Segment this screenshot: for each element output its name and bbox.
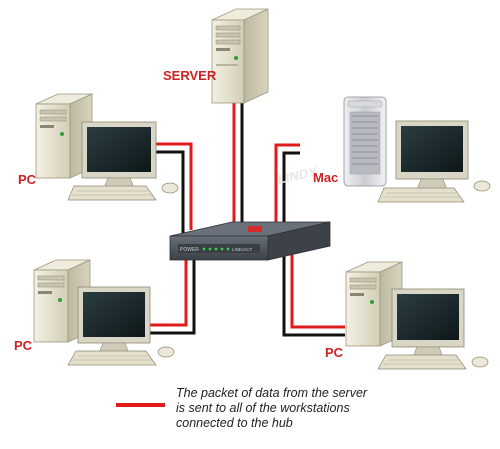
pc-bottom-left — [33, 259, 175, 366]
label-server: SERVER — [163, 68, 217, 83]
server-tower — [211, 8, 269, 104]
network-hub: POWER LINK/ACT LINDY — [169, 164, 331, 261]
pc-bottom-right — [345, 261, 489, 370]
cable-mac-red — [274, 143, 300, 228]
legend-line-1: The packet of data from the server — [176, 386, 368, 400]
cable-pc-bottomleft-red — [150, 258, 188, 327]
hub-link-label: LINK/ACT — [232, 247, 253, 252]
cable-pc-bottomright-red — [290, 244, 345, 329]
legend-line-2: is sent to all of the workstations — [176, 401, 350, 415]
cable-mac-black — [282, 151, 300, 228]
mac-workstation — [343, 96, 491, 203]
hub-power-label: POWER — [180, 247, 199, 253]
label-mac: Mac — [313, 170, 339, 185]
cable-pc-bottomright-black — [282, 244, 345, 337]
label-pc-bottom-left: PC — [14, 338, 33, 353]
pc-top-left — [35, 93, 179, 201]
cable-pc-topleft-red — [154, 142, 193, 230]
cable-pc-topleft-black — [154, 150, 185, 236]
cable-pc-bottomleft-black — [150, 258, 196, 335]
cables — [150, 102, 345, 337]
label-pc-bottom-right: PC — [325, 345, 344, 360]
legend-line-3: connected to the hub — [176, 416, 293, 430]
label-pc-top-left: PC — [18, 172, 37, 187]
legend-caption: The packet of data from the server is se… — [176, 386, 436, 431]
